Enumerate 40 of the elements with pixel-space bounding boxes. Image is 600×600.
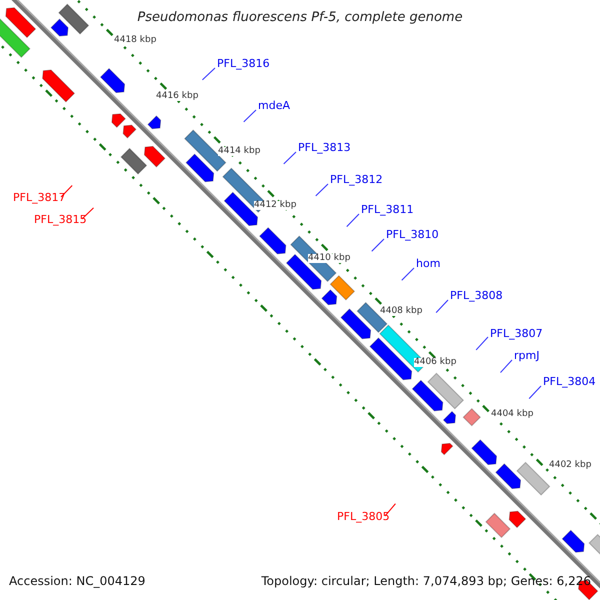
scale-label: 4410 kbp xyxy=(308,254,350,263)
gene-label: PFL_3817 xyxy=(13,192,66,203)
scale-label: 4414 kbp xyxy=(218,147,260,156)
leader-line xyxy=(384,503,396,516)
gene-label: PFL_3816 xyxy=(217,58,270,69)
leader-line xyxy=(436,300,448,314)
leader-line xyxy=(283,152,296,164)
gene-label: rpmJ xyxy=(514,350,540,361)
scale-label: 4412 kbp xyxy=(254,201,296,210)
leader-line xyxy=(528,386,542,400)
gene-label: PFL_3813 xyxy=(298,142,351,153)
gene-label: PFL_3815 xyxy=(34,214,87,225)
scale-label: 4406 kbp xyxy=(414,358,456,367)
leader-line xyxy=(202,68,216,80)
accession-note: Accession: NC_004129 xyxy=(9,575,146,587)
leader-line xyxy=(401,268,414,281)
gene-label: PFL_3805 xyxy=(337,511,390,522)
leader-line xyxy=(82,207,94,220)
leader-line xyxy=(371,238,384,252)
leader-line xyxy=(243,110,256,122)
gene-label: PFL_3807 xyxy=(490,328,543,339)
scale-label: 4416 kbp xyxy=(156,92,198,101)
leader-line xyxy=(315,184,328,196)
scale-label: 4404 kbp xyxy=(491,410,534,419)
title: Pseudomonas fluorescens Pf-5, complete genome xyxy=(136,11,464,24)
gene-label: PFL_3804 xyxy=(543,376,596,387)
leader-line xyxy=(476,336,488,350)
gene-label: PFL_3811 xyxy=(361,204,414,215)
gene-label: PFL_3810 xyxy=(386,229,439,240)
scale-label: 4408 kbp xyxy=(380,307,422,316)
gene-label: mdeA xyxy=(258,100,290,111)
gene-label: hom xyxy=(416,258,440,269)
gene-label: PFL_3812 xyxy=(330,174,383,185)
scale-label: 4418 kbp xyxy=(114,36,156,45)
gene-label: PFL_3808 xyxy=(450,290,503,301)
leader-line xyxy=(346,214,360,228)
genome-info-note: Topology: circular; Length: 7,074,893 bp; Genes: 6,226 xyxy=(261,575,591,587)
leader-line xyxy=(60,184,73,198)
leader-line xyxy=(500,360,512,374)
scale-label: 4402 kbp xyxy=(549,461,592,470)
